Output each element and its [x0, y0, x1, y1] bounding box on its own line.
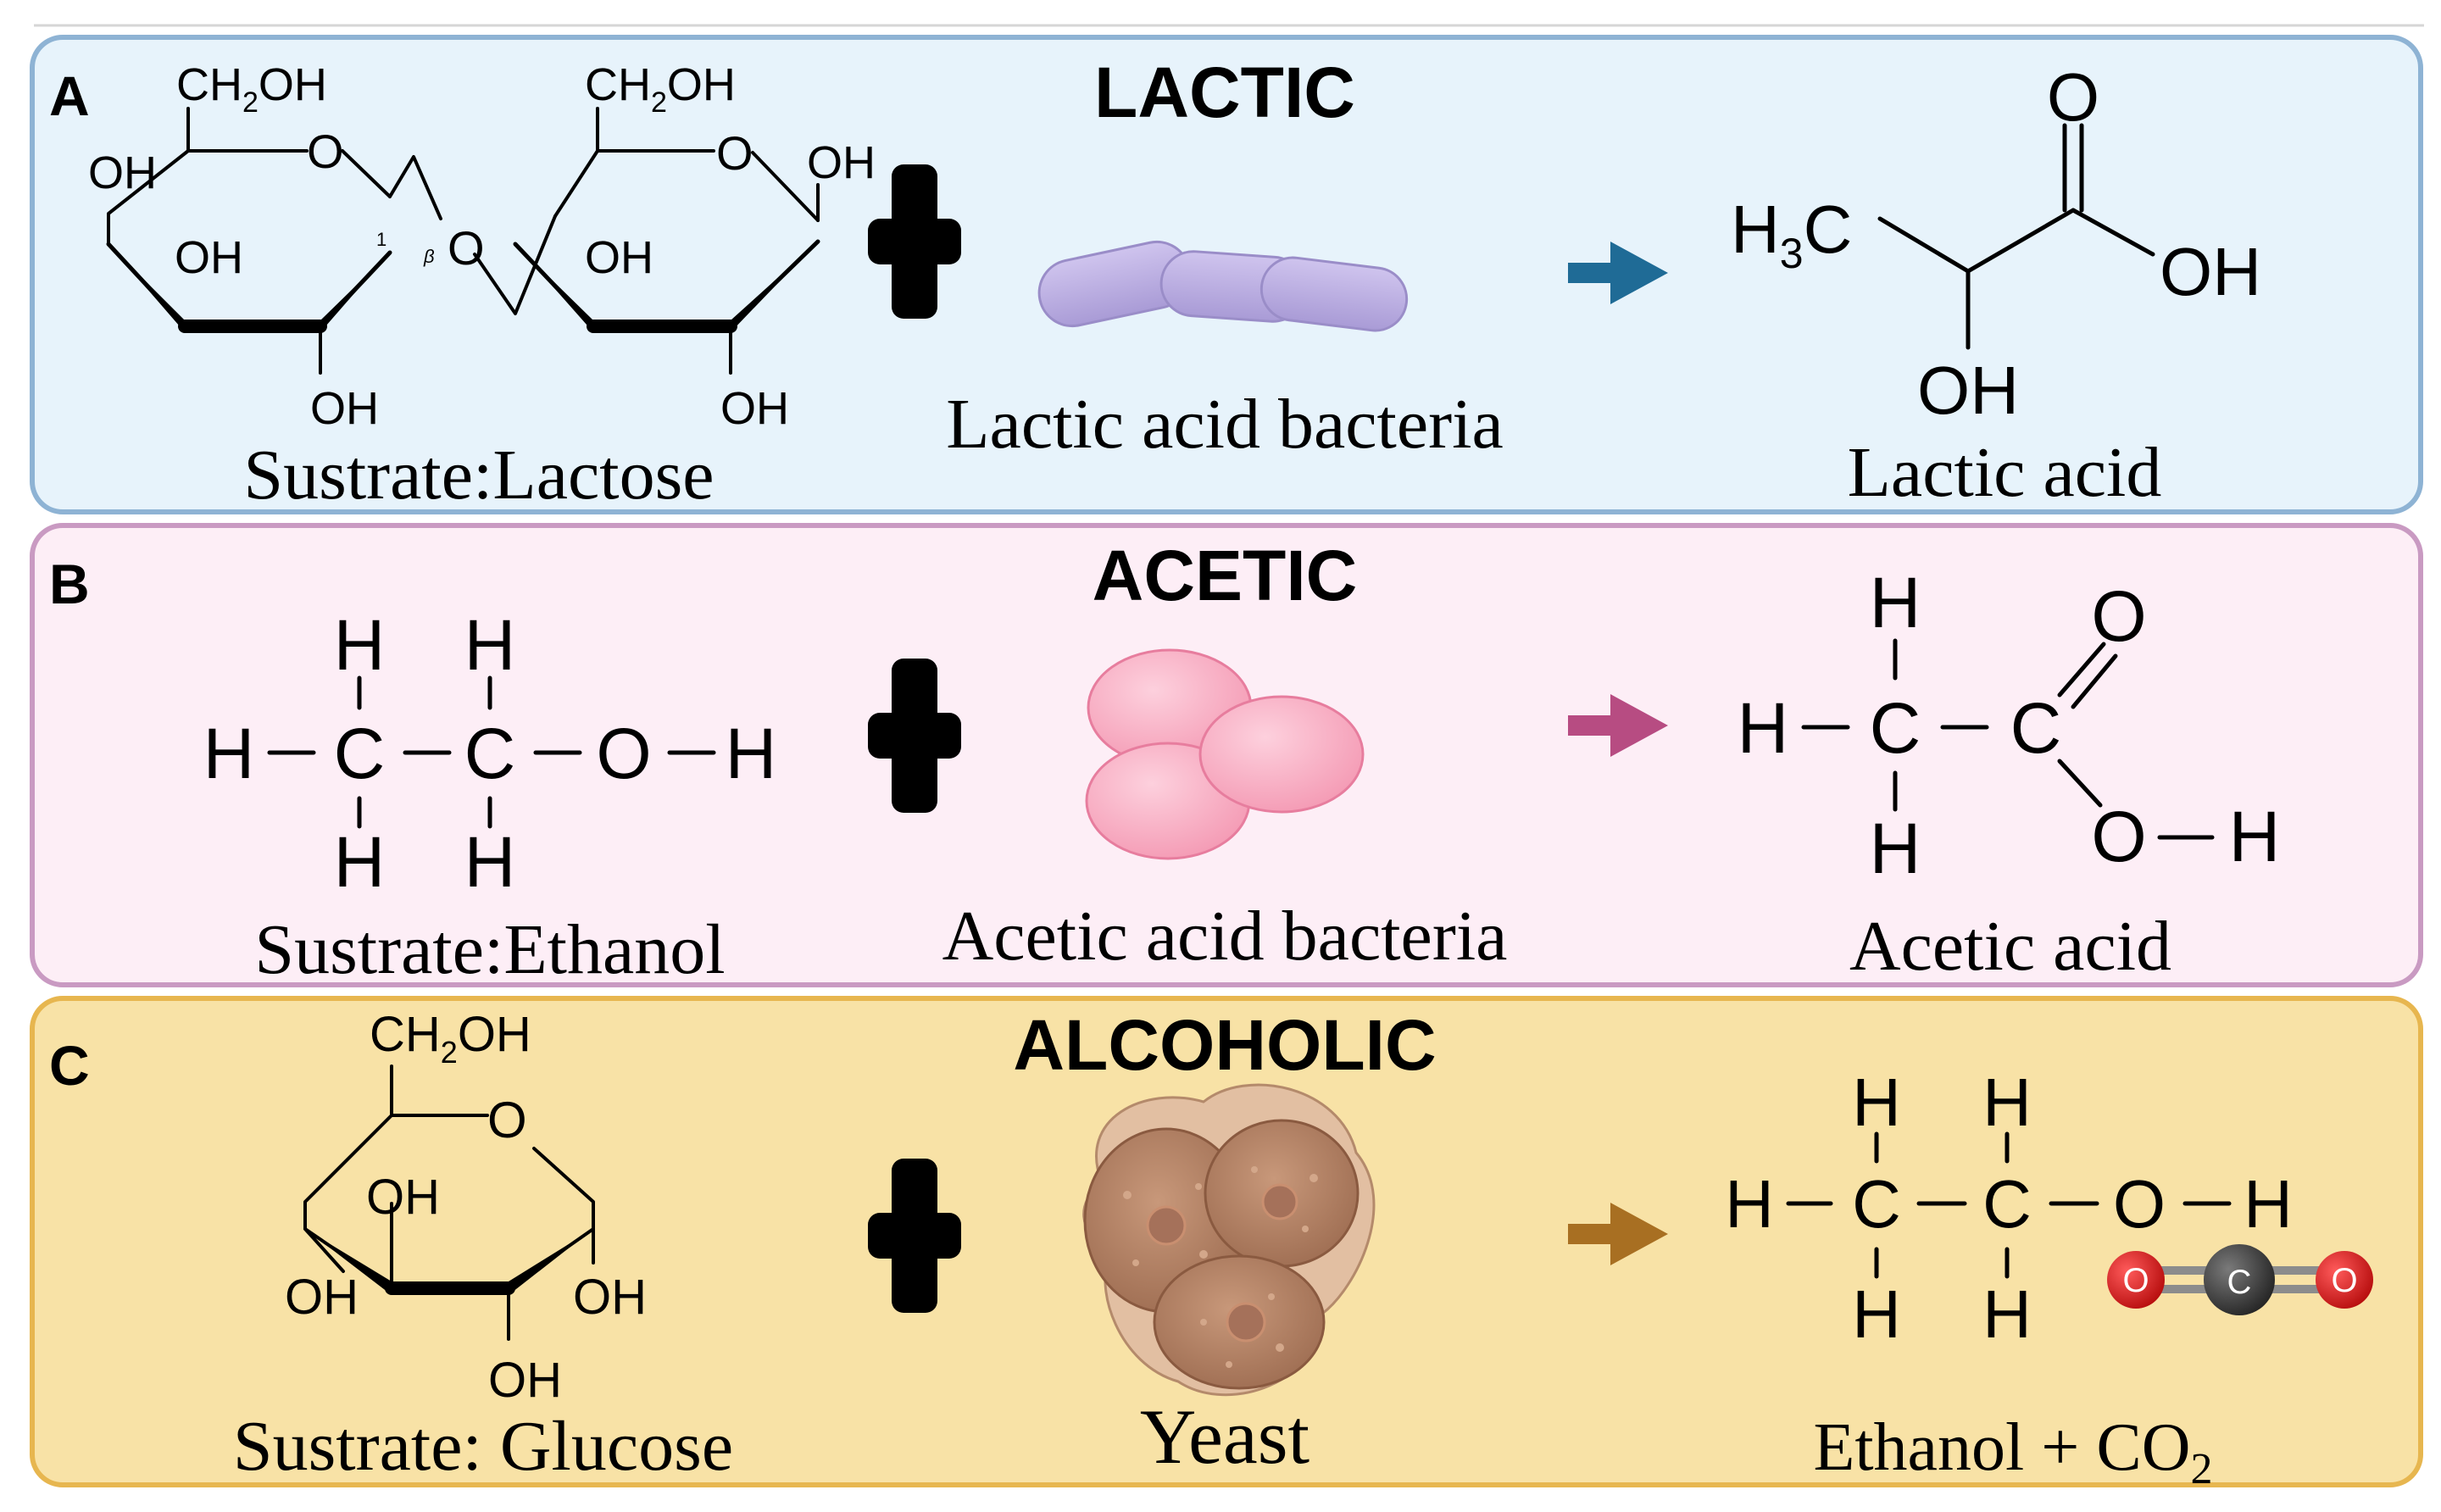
svg-text:C: C: [334, 714, 386, 793]
ethanol-structure: [267, 675, 716, 829]
svg-text:OH: OH: [88, 147, 157, 198]
glucose-wedge-right: [509, 1229, 593, 1295]
svg-text:O: O: [716, 126, 753, 180]
lactic-arrow-icon: [1568, 242, 1668, 304]
svg-text:O: O: [2091, 576, 2146, 656]
glucose-wedge-left: [305, 1229, 392, 1295]
svg-text:C: C: [464, 714, 516, 793]
acetic-acid-structure: [1801, 638, 2215, 840]
panel-acetic: B ACETIC H C C O H H H H H Sustrate:Etha…: [30, 523, 2423, 989]
svg-text:C: C: [1852, 1166, 1901, 1242]
svg-text:O: O: [2122, 1262, 2149, 1299]
svg-text:O: O: [596, 714, 651, 793]
svg-text:O: O: [448, 221, 485, 275]
svg-text:OH: OH: [366, 1170, 440, 1225]
panel-lactic-title: LACTIC: [1094, 53, 1355, 132]
svg-text:OH: OH: [720, 383, 789, 434]
panel-acetic-title: ACETIC: [1093, 536, 1358, 615]
acetic-organism-label: Acetic acid bacteria: [942, 897, 1508, 976]
svg-text:OH: OH: [807, 137, 876, 188]
panel-lactic-letter: A: [49, 64, 90, 127]
svg-text:C: C: [1982, 1166, 2032, 1242]
lactic-acid-structure: [1877, 123, 2155, 350]
svg-text:O: O: [2091, 797, 2146, 876]
svg-text:H: H: [334, 605, 386, 685]
svg-text:H: H: [334, 822, 386, 902]
svg-text:β: β: [423, 246, 435, 267]
svg-text:CH2OH: CH2OH: [585, 59, 736, 119]
svg-text:O: O: [487, 1092, 527, 1148]
svg-text:C: C: [2227, 1264, 2252, 1301]
svg-text:H: H: [726, 714, 777, 793]
ethanol-product-structure: [1786, 1131, 2232, 1279]
acetic-arrow-icon: [1568, 694, 1668, 757]
svg-text:H: H: [1738, 688, 1789, 768]
lactose-wedge-right-1: [515, 244, 593, 332]
panel-alcoholic-letter: C: [49, 1034, 90, 1097]
svg-text:H: H: [203, 714, 255, 793]
svg-text:O: O: [2331, 1262, 2357, 1299]
svg-text:H: H: [2229, 797, 2281, 876]
svg-text:OH: OH: [573, 1270, 647, 1325]
lactic-organism-label: Lactic acid bacteria: [946, 385, 1504, 464]
svg-text:C: C: [2010, 688, 2062, 768]
svg-text:OH: OH: [1917, 353, 2019, 428]
svg-text:H: H: [1852, 1276, 1901, 1352]
lactose-labels: CH2OH CH2OH O O OH OH OH O OH OH OH 1 β: [88, 59, 876, 434]
svg-text:OH: OH: [175, 232, 243, 283]
svg-text:H: H: [464, 605, 516, 685]
glucose-structure: [303, 1065, 595, 1341]
svg-text:OH: OH: [310, 383, 379, 434]
svg-text:C: C: [1870, 688, 1921, 768]
glucose-labels: CH2OH O OH OH OH OH: [285, 1007, 647, 1408]
lactic-acid-labels: H3C O OH OH: [1731, 59, 2261, 428]
svg-text:H: H: [1870, 563, 1921, 642]
panel-alcoholic-title: ALCOHOLIC: [1013, 1005, 1436, 1085]
acetic-substrate-label: Sustrate:Ethanol: [254, 910, 725, 989]
acetic-product-label: Acetic acid: [1849, 907, 2171, 986]
alcoholic-arrow-icon: [1568, 1203, 1668, 1265]
alcoholic-plus-icon: [868, 1159, 961, 1313]
alcoholic-substrate-label: Sustrate: Glucose: [233, 1407, 733, 1486]
yeast-icon: [1082, 1083, 1376, 1397]
svg-text:H: H: [464, 822, 516, 902]
panel-acetic-letter: B: [49, 553, 90, 615]
svg-text:OH: OH: [2160, 234, 2261, 309]
svg-text:H: H: [1982, 1276, 2032, 1352]
svg-text:O: O: [307, 125, 344, 178]
co2-molecule-icon: O C O: [2107, 1244, 2373, 1315]
acetic-acid-labels: H C C H H O O H: [1738, 563, 2281, 888]
ethanol-product-labels: H C C O H H H H H: [1725, 1065, 2293, 1352]
svg-text:H3C: H3C: [1731, 192, 1852, 277]
lactic-plus-icon: [868, 164, 961, 319]
svg-text:H: H: [1725, 1166, 1774, 1242]
ethanol-labels: H C C O H H H H H: [203, 605, 777, 902]
svg-text:H: H: [1982, 1065, 2032, 1140]
panel-lactic: A LACTIC CH2OH: [30, 35, 2423, 514]
lactose-structure: [106, 107, 820, 375]
svg-text:CH2OH: CH2OH: [370, 1007, 531, 1070]
svg-text:H: H: [1870, 809, 1921, 888]
panel-alcoholic: C ALCOHOLIC CH2OH O OH OH OH OH Sustrate…: [30, 996, 2423, 1493]
svg-text:O: O: [2113, 1166, 2166, 1242]
lactose-wedge-left-2: [320, 253, 390, 332]
svg-text:1: 1: [376, 229, 386, 250]
lactic-product-label: Lactic acid: [1848, 433, 2162, 512]
alcoholic-product-label: Ethanol + CO2: [1813, 1410, 2212, 1493]
svg-text:OH: OH: [285, 1270, 359, 1325]
acetic-plus-icon: [868, 659, 961, 813]
svg-text:H: H: [2244, 1166, 2293, 1242]
svg-text:H: H: [1852, 1065, 1901, 1140]
lactic-bacteria-icon: [1037, 240, 1409, 332]
svg-text:OH: OH: [488, 1353, 562, 1408]
lactic-substrate-label: Sustrate:Lactose: [243, 436, 714, 514]
svg-text:O: O: [2047, 59, 2099, 135]
acetic-bacteria-icon: [1085, 648, 1365, 860]
svg-text:CH2OH: CH2OH: [176, 59, 327, 119]
alcoholic-organism-label: Yeast: [1140, 1393, 1310, 1480]
lactose-wedge-left-1: [108, 244, 185, 332]
svg-text:OH: OH: [585, 232, 653, 283]
lactose-wedge-right-2: [731, 242, 818, 332]
